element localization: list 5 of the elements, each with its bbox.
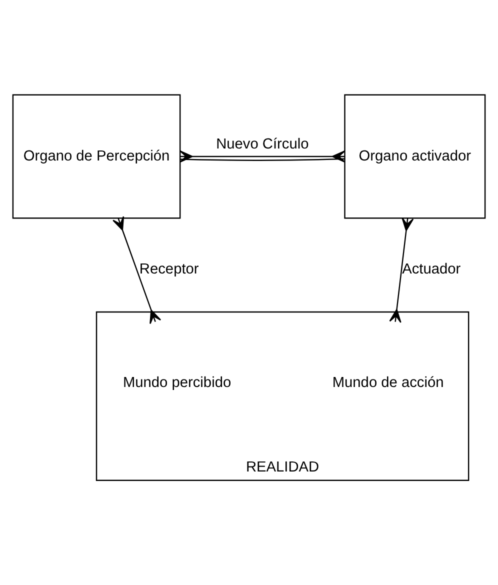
edge-label: Nuevo Círculo <box>216 136 309 153</box>
node-text: Mundo de acción <box>332 375 444 392</box>
edge-label: Receptor <box>139 262 199 278</box>
edge-label: Actuador <box>402 262 461 278</box>
node-text: Mundo percibido <box>122 375 232 392</box>
